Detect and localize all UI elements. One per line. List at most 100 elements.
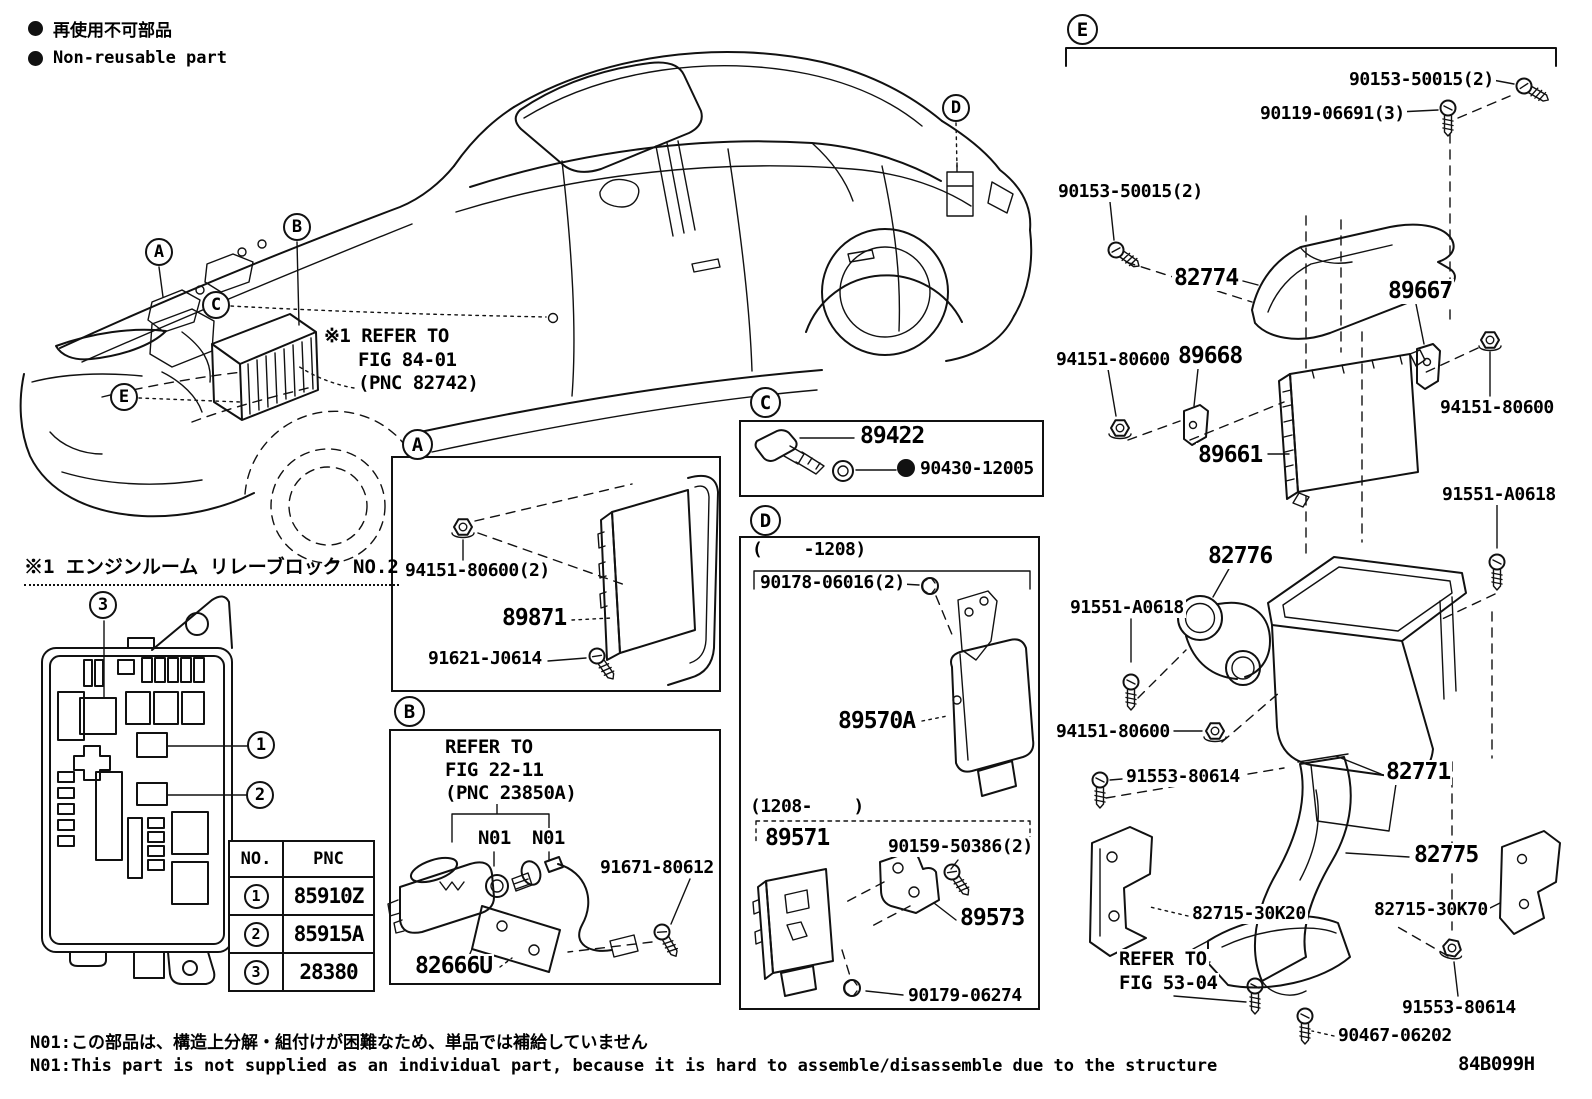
box-d-brackets	[753, 570, 1031, 842]
part-label-89871: 89871	[500, 605, 569, 631]
screw-icon	[585, 644, 621, 685]
screw-icon	[940, 860, 976, 901]
callout-car-c: C	[202, 291, 230, 319]
detail-box-c	[739, 420, 1044, 497]
table-row: 1 85910Z	[230, 876, 373, 914]
nut-icon	[1438, 937, 1466, 962]
screw-icon	[1296, 1007, 1314, 1045]
non-reusable-dot	[897, 459, 915, 477]
screw-icon	[1104, 238, 1145, 274]
bracket-82715-30k70	[1499, 830, 1561, 935]
master-cylinder-assembly	[387, 800, 639, 973]
nut-icon	[451, 518, 475, 539]
callout-car-d: D	[942, 94, 970, 122]
callout-car-b: B	[283, 213, 311, 241]
non-reusable-dot	[28, 50, 43, 66]
part-label-89571: 89571	[763, 825, 832, 851]
footnote-jp: N01:この部品は、構造上分解・組付けが困難なため、単品では補給していません	[30, 1033, 648, 1053]
water-temp-sensor-89422	[754, 429, 915, 482]
fig84-note-line3: (PNC 82742)	[356, 372, 481, 394]
part-label-82666u: 82666U	[413, 953, 495, 979]
module-89571	[752, 868, 834, 997]
part-label-82776: 82776	[1206, 543, 1275, 569]
table-row: 2 85915A	[230, 914, 373, 952]
part-label-82715-30k70: 82715-30K70	[1372, 899, 1490, 920]
row-pnc-value: 85915A	[282, 916, 373, 952]
n01-label-b: N01	[530, 827, 567, 849]
part-label-91553-80614-b: 91553-80614	[1400, 997, 1518, 1018]
callout-car-a: A	[145, 238, 173, 266]
engine-bay-parts	[147, 239, 319, 421]
relay-block-no2-drawing	[41, 595, 233, 985]
bracket-89573	[879, 851, 940, 914]
screw-icon	[1122, 673, 1140, 711]
part-label-90179-06274: 90179-06274	[906, 985, 1024, 1006]
row-number-badge: 1	[243, 883, 269, 909]
detail-box-a	[391, 456, 721, 692]
car-callout-leaders	[138, 122, 974, 403]
table-row: 3 28380	[230, 952, 373, 990]
row-pnc-value: 85910Z	[282, 878, 373, 914]
legend-jp: 再使用不可部品	[53, 21, 172, 41]
part-label-82774: 82774	[1172, 265, 1241, 291]
range-label-late: (1208- )	[748, 796, 866, 817]
table-header-no: NO.	[240, 849, 272, 869]
screw-icon	[1512, 74, 1553, 108]
part-label-89570a: 89570A	[836, 708, 918, 734]
air-duct-82775	[1253, 753, 1352, 996]
part-label-94151-80600-c: 94151-80600	[1054, 721, 1172, 742]
callout-num-1: 1	[247, 731, 275, 759]
screw-icon	[1439, 99, 1457, 137]
screw-icon	[1488, 553, 1506, 591]
air-cleaner-case-82771	[1267, 556, 1467, 832]
nut-icon	[1203, 722, 1227, 743]
callout-num-3: 3	[89, 591, 117, 619]
part-label-82775: 82775	[1412, 842, 1481, 868]
part-label-90178-06016: 90178-06016(2)	[758, 572, 907, 593]
part-label-91553-80614-a: 91553-80614	[1124, 766, 1242, 787]
receiver-89570a	[950, 590, 1035, 797]
bracket-89668	[1183, 404, 1209, 446]
part-label-89573: 89573	[958, 905, 1027, 931]
part-label-91671-80612: 91671-80612	[598, 857, 716, 878]
detail-box-d	[739, 536, 1040, 1010]
callout-box-a: A	[402, 429, 433, 460]
callout-box-d: D	[750, 505, 781, 536]
screw-icon	[1091, 771, 1109, 809]
part-label-94151-80600-b: 94151-80600	[1438, 397, 1556, 418]
footnote-en: N01:This part is not supplied as an indi…	[30, 1056, 1218, 1076]
fig84-note-line2: FIG 84-01	[356, 349, 459, 371]
doc-code: 84B099H	[1456, 1053, 1537, 1075]
row-pnc-value: 28380	[282, 954, 373, 990]
part-label-94151-80600-2: 94151-80600(2)	[403, 560, 552, 581]
part-label-90467-06202: 90467-06202	[1336, 1025, 1454, 1046]
refer-fig53-line2: FIG 53-04	[1117, 972, 1220, 994]
part-label-89422: 89422	[858, 423, 927, 449]
relay-ecu-89871	[597, 474, 719, 686]
clip-icon	[843, 979, 861, 997]
row-number-badge: 2	[243, 921, 269, 947]
non-reusable-dot	[28, 21, 43, 36]
part-label-90159-50386: 90159-50386(2)	[886, 836, 1035, 857]
clip-icon	[921, 577, 939, 595]
refer-fig53-line1: REFER TO	[1117, 948, 1209, 970]
part-label-82771: 82771	[1384, 759, 1453, 785]
fig84-note-line1: ※1 REFER TO	[322, 325, 451, 347]
intake-hose-82776	[1177, 595, 1271, 686]
part-label-90430-12005: 90430-12005	[918, 458, 1036, 479]
callout-box-c: C	[750, 387, 781, 418]
table-header-row: NO. PNC	[230, 842, 373, 876]
part-label-91551-a0618-b: 91551-A0618	[1068, 597, 1186, 618]
bracket-89667	[1416, 343, 1441, 390]
bracket-82715-30k20	[1089, 826, 1153, 957]
callout-section-e: E	[1067, 14, 1098, 45]
antenna-part	[946, 162, 974, 217]
screw-icon	[650, 920, 684, 961]
part-label-82715-30k20: 82715-30K20	[1190, 903, 1308, 924]
n01-label-a: N01	[476, 827, 513, 849]
part-label-89668: 89668	[1176, 343, 1245, 369]
row-number-badge: 3	[243, 959, 269, 985]
stud-icon	[1246, 977, 1264, 1015]
